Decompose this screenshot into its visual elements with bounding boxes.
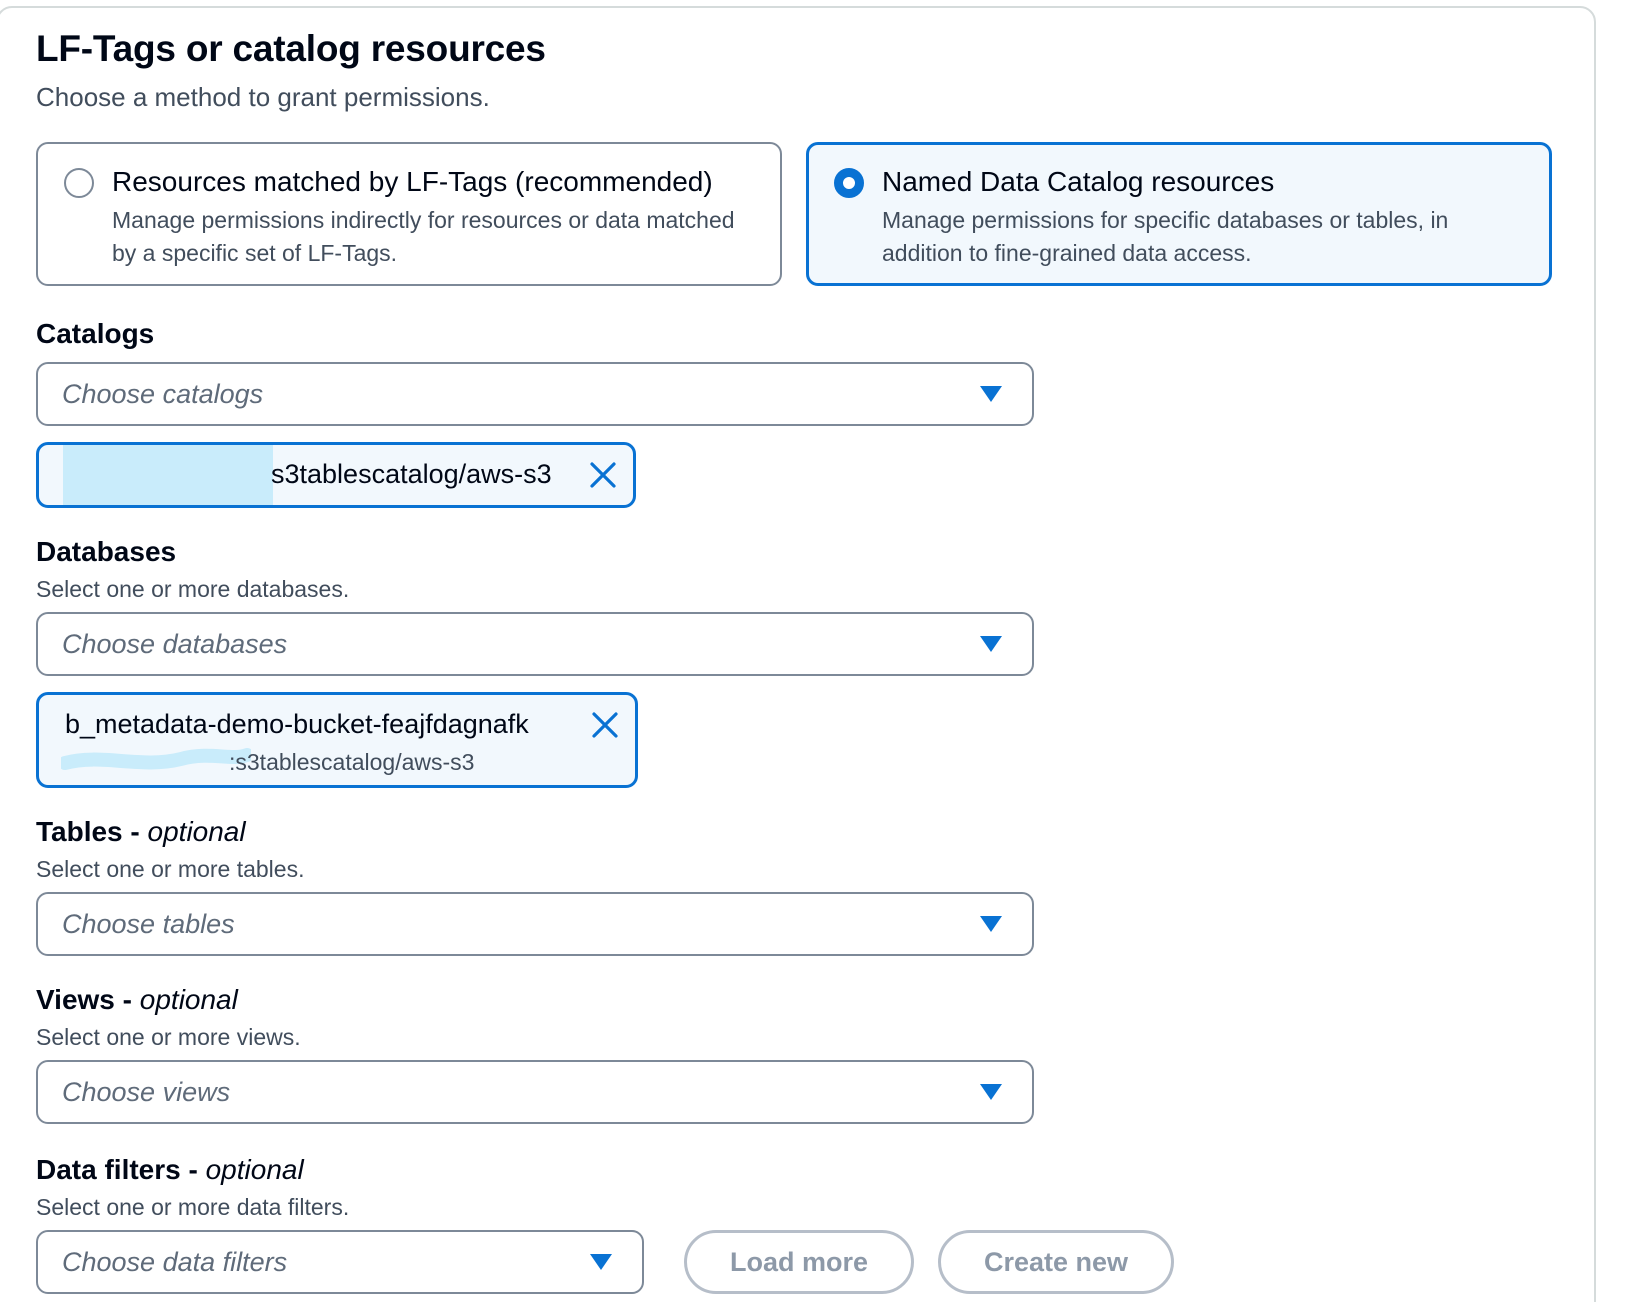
data-filters-description: Select one or more data filters.	[36, 1194, 350, 1220]
databases-select[interactable]: Choose databases	[36, 612, 1034, 676]
views-select[interactable]: Choose views	[36, 1060, 1034, 1124]
catalogs-placeholder: Choose catalogs	[62, 379, 264, 409]
close-icon[interactable]	[589, 709, 621, 741]
data-filters-optional: optional	[205, 1154, 304, 1185]
data-filters-placeholder: Choose data filters	[62, 1247, 288, 1277]
views-description: Select one or more views.	[36, 1024, 301, 1050]
method-description-lf-tags: Manage permissions indirectly for resour…	[112, 207, 735, 266]
caret-down-icon	[980, 916, 1002, 932]
tables-optional: optional	[147, 816, 246, 847]
caret-down-icon	[590, 1254, 612, 1270]
data-filters-label-text: Data filters	[36, 1154, 181, 1185]
data-filters-label: Data filters - optional	[36, 1154, 304, 1185]
database-token-text: b_metadata-demo-bucket-feajfdagnafk	[65, 709, 529, 739]
catalog-token-text: s3tablescatalog/aws-s3	[271, 459, 552, 489]
views-label: Views - optional	[36, 984, 238, 1015]
catalogs-label: Catalogs	[36, 318, 155, 349]
redaction-mark	[63, 445, 273, 505]
tables-select[interactable]: Choose tables	[36, 892, 1034, 956]
close-icon[interactable]	[587, 459, 619, 491]
catalogs-select[interactable]: Choose catalogs	[36, 362, 1034, 426]
method-tile-named-resources[interactable]: Named Data Catalog resources Manage perm…	[806, 142, 1552, 286]
method-label-lf-tags: Resources matched by LF-Tags (recommende…	[112, 166, 713, 197]
load-more-button[interactable]: Load more	[684, 1230, 914, 1294]
section-title: LF-Tags or catalog resources	[36, 28, 546, 69]
tables-label-text: Tables	[36, 816, 123, 847]
views-placeholder: Choose views	[62, 1077, 231, 1107]
caret-down-icon	[980, 636, 1002, 652]
databases-label: Databases	[36, 536, 177, 567]
tables-label: Tables - optional	[36, 816, 246, 847]
create-new-button[interactable]: Create new	[938, 1230, 1174, 1294]
tables-description: Select one or more tables.	[36, 856, 305, 882]
tables-placeholder: Choose tables	[62, 909, 235, 939]
method-description-named-resources: Manage permissions for specific database…	[882, 207, 1449, 266]
views-label-text: Views	[36, 984, 115, 1015]
catalog-token: s3tablescatalog/aws-s3	[36, 442, 636, 508]
page-gutter	[1600, 0, 1626, 1302]
views-optional: optional	[139, 984, 238, 1015]
section-description: Choose a method to grant permissions.	[36, 82, 490, 112]
data-filters-select[interactable]: Choose data filters	[36, 1230, 644, 1294]
caret-down-icon	[980, 386, 1002, 402]
database-token: b_metadata-demo-bucket-feajfdagnafk :s3t…	[36, 692, 638, 788]
method-tile-lf-tags[interactable]: Resources matched by LF-Tags (recommende…	[36, 142, 782, 286]
radio-icon[interactable]	[64, 168, 94, 198]
databases-description: Select one or more databases.	[36, 576, 350, 602]
databases-placeholder: Choose databases	[62, 629, 288, 659]
radio-icon[interactable]	[834, 168, 864, 198]
caret-down-icon	[980, 1084, 1002, 1100]
database-token-catalog: :s3tablescatalog/aws-s3	[229, 749, 475, 775]
method-label-named-resources: Named Data Catalog resources	[882, 166, 1275, 197]
redaction-mark	[61, 748, 251, 770]
